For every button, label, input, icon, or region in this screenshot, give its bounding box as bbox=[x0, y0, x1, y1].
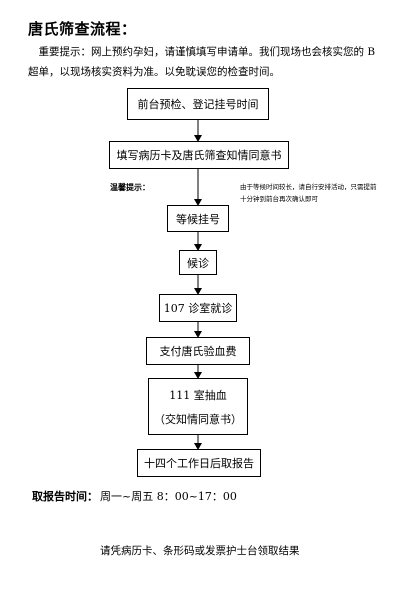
step-wait-register: 等候挂号 bbox=[167, 205, 229, 232]
step-wait-consult-label: 候诊 bbox=[187, 256, 209, 270]
step-blood-draw-label: 111 室抽血 bbox=[169, 388, 227, 402]
report-time-label: 取报告时间： bbox=[32, 490, 98, 503]
step-room-107: 107 诊室就诊 bbox=[159, 294, 237, 322]
step-room-107-label: 107 诊室就诊 bbox=[163, 302, 233, 315]
page-title: 唐氏筛查流程： bbox=[28, 20, 137, 38]
step-blood-draw: 111 室抽血 （交知情同意书） bbox=[148, 378, 248, 435]
step-wait-consult: 候诊 bbox=[179, 250, 217, 275]
step-get-report-label: 十四个工作日后取报告 bbox=[144, 457, 254, 470]
closing-note: 请凭病历卡、条形码或发票护士台领取结果 bbox=[100, 545, 300, 557]
intro-notice: 重要提示：网上预约孕妇，请谨慎填写申请单。我们现场也会核实您的 B 超单，以现场… bbox=[28, 46, 376, 78]
step-fill-forms: 填写病历卡及唐氏筛查知情同意书 bbox=[109, 141, 289, 169]
step-register-label: 前台预检、登记挂号时间 bbox=[137, 98, 259, 111]
step-blood-draw-sub: （交知情同意书） bbox=[154, 412, 242, 426]
step-pay-fee-label: 支付唐氏验血费 bbox=[159, 345, 237, 358]
tip-label: 温馨提示： bbox=[110, 183, 150, 192]
step-pay-fee: 支付唐氏验血费 bbox=[146, 337, 250, 365]
step-fill-forms-label: 填写病历卡及唐氏筛查知情同意书 bbox=[116, 149, 282, 162]
step-get-report: 十四个工作日后取报告 bbox=[137, 449, 261, 477]
tip-text: 由于等候时间较长，请自行安排活动，只需提前十分钟到前台再次确认即可 bbox=[240, 183, 377, 203]
report-time-hours: 周一~周五 8：00~17：00 bbox=[100, 490, 237, 503]
step-wait-register-label: 等候挂号 bbox=[176, 212, 220, 226]
step-register: 前台预检、登记挂号时间 bbox=[127, 88, 269, 120]
